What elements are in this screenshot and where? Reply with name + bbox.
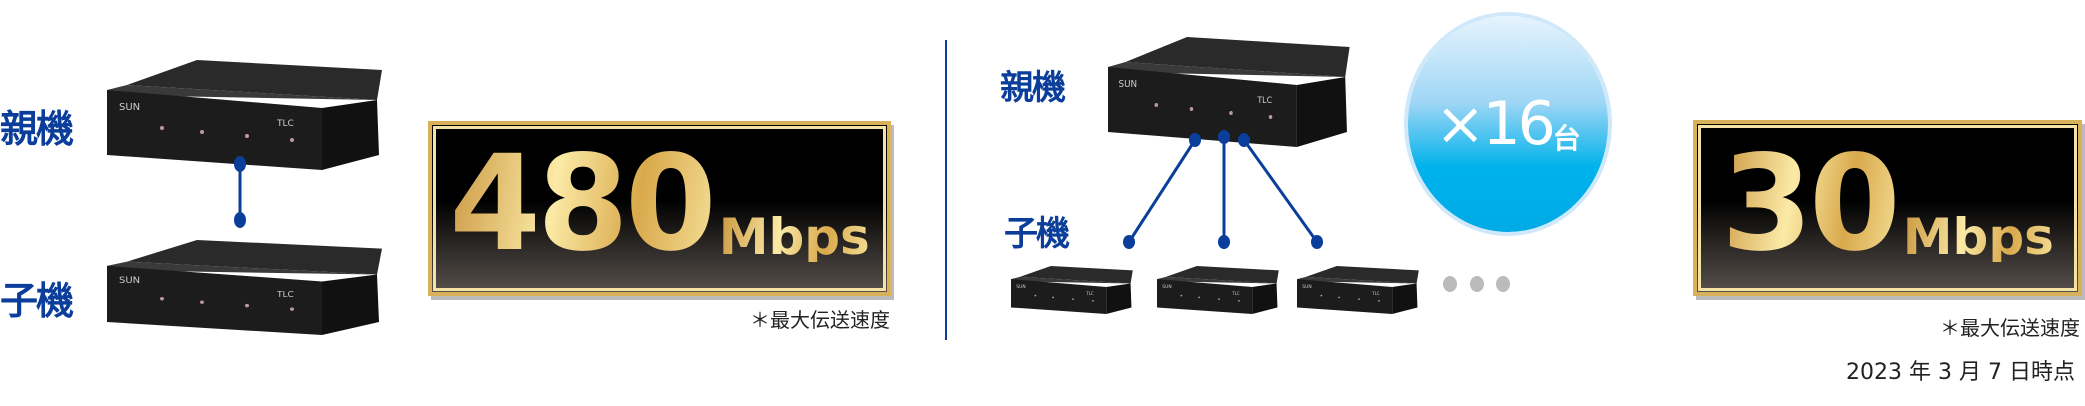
ellipsis-dots: [1443, 276, 1510, 292]
child-device-image: [1297, 266, 1421, 314]
speed-badge-480: 480 Mbps: [428, 121, 891, 296]
unit-count-badge: ×16 台: [1408, 16, 1608, 232]
max-speed-note: ＊最大伝送速度: [1940, 316, 2080, 340]
speed-badge-30: 30 Mbps: [1693, 120, 2082, 296]
speed-value: 30: [1721, 127, 1901, 281]
max-speed-note: ＊最大伝送速度: [750, 308, 890, 332]
child-device-image: [1157, 266, 1281, 314]
divider: [945, 40, 947, 340]
parent-unit-label: 親機: [0, 107, 74, 151]
as-of-date: 2023 年 3 月 7 日時点: [1846, 360, 2075, 385]
child-device-image: [107, 240, 387, 335]
parent-unit-label: 親機: [1000, 68, 1066, 108]
child-unit-label: 子機: [0, 279, 74, 323]
connection-line: [234, 156, 246, 228]
child-unit-label: 子機: [1004, 214, 1070, 254]
speed-unit: Mbps: [1902, 208, 2054, 266]
child-device-image: [1011, 266, 1135, 314]
unit-count: ×16: [1435, 89, 1556, 159]
speed-value: 480: [449, 127, 717, 281]
speed-unit: Mbps: [718, 208, 870, 266]
parent-device-image: [107, 60, 387, 170]
connection-lines: [1123, 130, 1323, 249]
unit-count-suffix: 台: [1552, 122, 1581, 155]
